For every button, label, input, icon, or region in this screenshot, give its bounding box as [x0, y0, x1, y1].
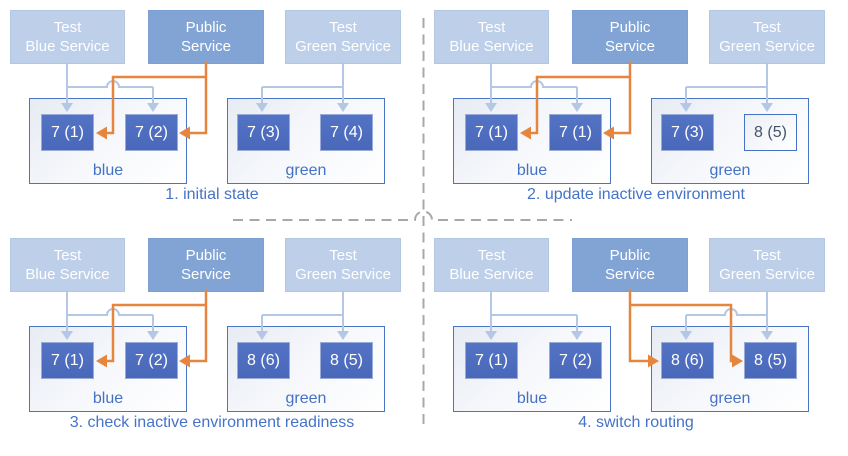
task-node: 7 (2)	[125, 342, 178, 379]
task-node: 8 (5)	[320, 342, 373, 379]
test-green-service-label: Test Green Service	[295, 246, 391, 284]
task-node: 7 (1)	[465, 114, 518, 151]
test-green-service-box: Test Green Service	[709, 10, 825, 64]
task-node: 7 (1)	[549, 114, 602, 151]
public-service-box: Public Service	[572, 10, 688, 64]
panel-update-inactive-environment: Test Blue Service Public Service Test Gr…	[424, 0, 848, 228]
panel-check-inactive-environment-readiness: Test Blue Service Public Service Test Gr…	[0, 228, 424, 456]
blue-environment-box: 7 (1) 7 (2) blue	[29, 326, 187, 412]
green-environment-box: 8 (6) 8 (5) green	[651, 326, 809, 412]
task-node-label: 7 (2)	[559, 351, 592, 369]
task-node-label: 7 (1)	[559, 123, 592, 141]
green-environment-box: 7 (3) 8 (5) green	[651, 98, 809, 184]
environment-name: green	[285, 162, 327, 179]
test-blue-service-label: Test Blue Service	[25, 246, 110, 284]
task-node-new-version: 8 (5)	[744, 114, 797, 151]
green-environment-box: 7 (3) 7 (4) green	[227, 98, 385, 184]
public-service-label: Public Service	[604, 18, 656, 56]
panel-caption: 3. check inactive environment readiness	[69, 414, 355, 431]
task-node: 7 (1)	[41, 342, 94, 379]
test-blue-service-box: Test Blue Service	[10, 238, 125, 292]
task-node-label: 7 (2)	[135, 123, 168, 141]
task-node-label: 7 (1)	[51, 351, 84, 369]
panel-caption: 2. update inactive environment	[527, 186, 745, 203]
task-node-label: 7 (3)	[247, 123, 280, 141]
test-green-service-label: Test Green Service	[295, 18, 391, 56]
task-node-label: 8 (6)	[247, 351, 280, 369]
task-node-label: 8 (6)	[671, 351, 704, 369]
environment-name: blue	[92, 162, 124, 179]
test-green-service-box: Test Green Service	[709, 238, 825, 292]
test-blue-service-label: Test Blue Service	[25, 18, 110, 56]
public-service-box: Public Service	[148, 10, 264, 64]
task-node-label: 8 (5)	[754, 123, 787, 141]
public-service-box: Public Service	[572, 238, 688, 292]
test-green-service-box: Test Green Service	[285, 10, 401, 64]
task-node-label: 7 (2)	[135, 351, 168, 369]
task-node-label: 8 (5)	[754, 351, 787, 369]
task-node: 7 (1)	[41, 114, 94, 151]
task-node-label: 7 (1)	[475, 351, 508, 369]
panel-initial-state: Test Blue Service Public Service Test Gr…	[0, 0, 424, 228]
public-service-box: Public Service	[148, 238, 264, 292]
task-node: 7 (1)	[465, 342, 518, 379]
test-green-service-label: Test Green Service	[719, 246, 815, 284]
test-route-lines	[66, 290, 344, 331]
panel-caption: 1. initial state	[165, 186, 259, 203]
task-node-label: 7 (3)	[671, 123, 704, 141]
test-route-lines	[66, 62, 344, 103]
task-node: 8 (6)	[237, 342, 290, 379]
test-blue-service-label: Test Blue Service	[449, 246, 534, 284]
task-node: 7 (4)	[320, 114, 373, 151]
test-blue-service-box: Test Blue Service	[434, 238, 549, 292]
environment-name: blue	[516, 390, 548, 407]
environment-name: blue	[92, 390, 124, 407]
task-node: 7 (2)	[125, 114, 178, 151]
public-service-label: Public Service	[604, 246, 656, 284]
environment-name: blue	[516, 162, 548, 179]
public-service-label: Public Service	[180, 246, 232, 284]
public-service-label: Public Service	[180, 18, 232, 56]
test-route-lines	[490, 62, 768, 103]
test-green-service-label: Test Green Service	[719, 18, 815, 56]
task-node: 7 (3)	[237, 114, 290, 151]
environment-name: green	[709, 390, 751, 407]
test-blue-service-box: Test Blue Service	[434, 10, 549, 64]
environment-name: green	[285, 390, 327, 407]
green-environment-box: 8 (6) 8 (5) green	[227, 326, 385, 412]
task-node-label: 8 (5)	[330, 351, 363, 369]
task-node-label: 7 (4)	[330, 123, 363, 141]
panel-switch-routing: Test Blue Service Public Service Test Gr…	[424, 228, 848, 456]
environment-name: green	[709, 162, 751, 179]
task-node-label: 7 (1)	[51, 123, 84, 141]
blue-environment-box: 7 (1) 7 (1) blue	[453, 98, 611, 184]
task-node: 8 (6)	[661, 342, 714, 379]
blue-environment-box: 7 (1) 7 (2) blue	[29, 98, 187, 184]
test-blue-service-box: Test Blue Service	[10, 10, 125, 64]
panel-caption: 4. switch routing	[578, 414, 694, 431]
blue-environment-box: 7 (1) 7 (2) blue	[453, 326, 611, 412]
test-route-lines	[490, 290, 768, 331]
task-node: 7 (2)	[549, 342, 602, 379]
test-green-service-box: Test Green Service	[285, 238, 401, 292]
task-node-label: 7 (1)	[475, 123, 508, 141]
test-blue-service-label: Test Blue Service	[449, 18, 534, 56]
task-node: 8 (5)	[744, 342, 797, 379]
task-node: 7 (3)	[661, 114, 714, 151]
